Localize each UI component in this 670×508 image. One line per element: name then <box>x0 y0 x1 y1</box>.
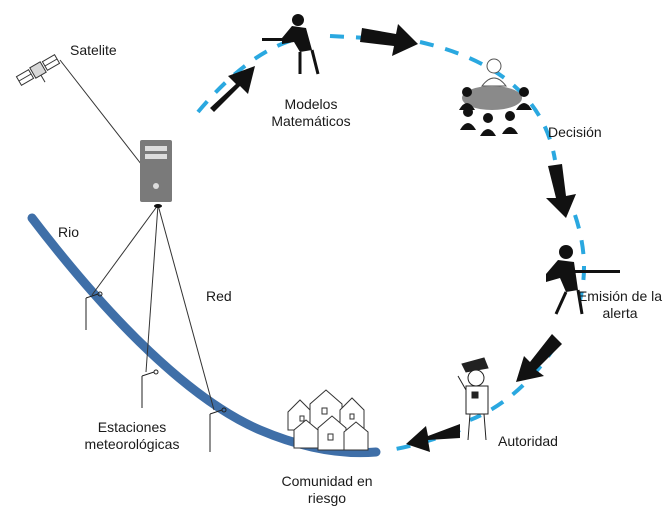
arrow-icon <box>546 164 576 218</box>
arrow-icon <box>360 24 418 56</box>
arrow-icon <box>406 424 460 452</box>
decision-label: Decisión <box>548 124 602 140</box>
emision-label: Emisión de la alerta <box>568 288 670 322</box>
weather-station-icon <box>85 291 103 330</box>
modelos-label-line2: Matemáticos <box>271 113 351 129</box>
arrow-icon <box>210 66 255 112</box>
comunidad-label: Comunidad en riesgo <box>270 473 384 507</box>
modelos-label-line1: Modelos <box>284 96 338 112</box>
houses-icon <box>287 389 369 451</box>
comunidad-label-line2: riesgo <box>307 490 347 506</box>
cycle-arrows <box>210 24 576 452</box>
emision-label-line1: Emisión de la <box>577 288 663 304</box>
network-lines <box>59 59 215 411</box>
meeting-icon <box>459 58 532 136</box>
weather-station-icon <box>209 407 227 452</box>
server-icon <box>140 140 172 208</box>
red-label: Red <box>206 288 232 304</box>
modelos-label: Modelos Matemáticos <box>258 96 364 130</box>
estaciones-label: Estaciones meteorológicas <box>70 419 194 453</box>
person-laptop-icon <box>262 14 320 75</box>
police-officer-icon <box>457 357 489 441</box>
autoridad-label: Autoridad <box>498 433 558 449</box>
cycle-dashed-path <box>196 34 586 452</box>
weather-station-icon <box>141 369 159 408</box>
rio-label: Rio <box>58 224 80 240</box>
person-laptop-icon <box>546 245 620 315</box>
emision-label-line2: alerta <box>602 305 638 321</box>
estaciones-label-line2: meteorológicas <box>84 436 180 452</box>
estaciones-label-line1: Estaciones <box>97 419 167 435</box>
arrow-icon <box>516 334 562 382</box>
satellite-label: Satelite <box>70 42 117 58</box>
comunidad-label-line1: Comunidad en <box>281 473 373 489</box>
satellite-icon <box>15 53 61 87</box>
